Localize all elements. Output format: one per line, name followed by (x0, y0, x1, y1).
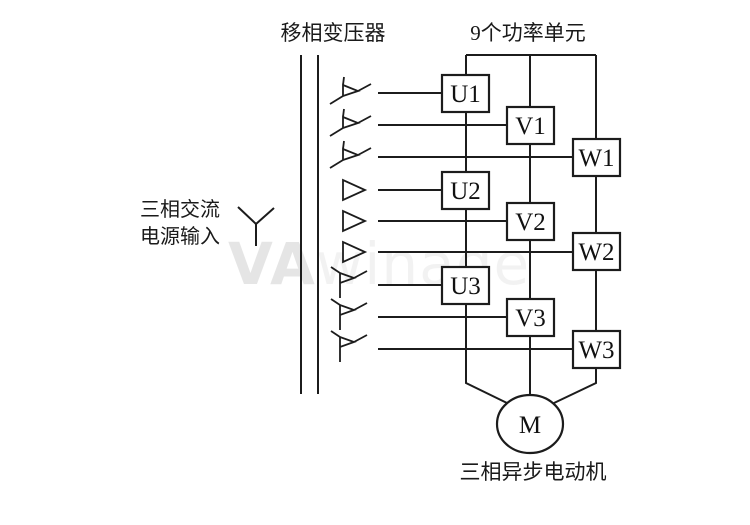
power-unit-w2: W2 (571, 231, 622, 272)
source-label-line1: 三相交流 (140, 198, 220, 221)
feed-wires (378, 92, 573, 350)
secondary-windings (329, 76, 372, 362)
extended-delta-winding-icon (330, 298, 368, 330)
source-label-line2: 电源输入 (140, 225, 220, 248)
power-unit-v2: V2 (505, 201, 556, 242)
delta-winding-icon (342, 209, 368, 233)
extended-delta-winding-icon (329, 140, 372, 169)
unit-label-w3: W3 (578, 337, 614, 364)
unit-label-v2: V2 (515, 209, 546, 236)
delta-winding-icon (342, 178, 368, 202)
extended-delta-winding-icon (330, 266, 368, 298)
watermark-light-text: winage (315, 230, 531, 298)
unit-label-u3: U3 (450, 273, 481, 300)
unit-label-v3: V3 (515, 305, 546, 332)
unit-label-u2: U2 (450, 178, 481, 205)
unit-label-w2: W2 (578, 239, 614, 266)
power-unit-u3: U3 (440, 265, 491, 306)
motor: M (495, 393, 565, 455)
transformer-core-bars (300, 55, 319, 394)
series-connection-wires (465, 54, 597, 404)
power-unit-w1: W1 (571, 137, 622, 178)
extended-delta-winding-icon (330, 330, 368, 362)
power-unit-v1: V1 (505, 105, 556, 146)
power-unit-w3: W3 (571, 329, 622, 370)
w-column-wire (553, 55, 597, 404)
power-unit-u2: U2 (440, 170, 491, 211)
extended-delta-winding-icon (329, 76, 372, 105)
transformer-title: 移相变压器 (281, 21, 386, 45)
u-column-wire (465, 55, 508, 404)
power-units-title: 9个功率单元 (470, 21, 586, 45)
unit-label-v1: V1 (515, 113, 546, 140)
unit-label-w1: W1 (578, 145, 614, 172)
motor-circle (495, 393, 565, 455)
motor-letter: M (519, 412, 541, 439)
motor-caption: 三相异步电动机 (460, 460, 607, 484)
delta-winding-icon (342, 240, 368, 264)
wye-source-icon (237, 206, 275, 246)
extended-delta-winding-icon (329, 108, 372, 137)
power-unit-u1: U1 (440, 73, 491, 114)
unit-label-u1: U1 (450, 81, 481, 108)
power-units: U1 V1 W1 U2 V2 W2 (440, 73, 622, 370)
power-unit-v3: V3 (505, 297, 556, 338)
